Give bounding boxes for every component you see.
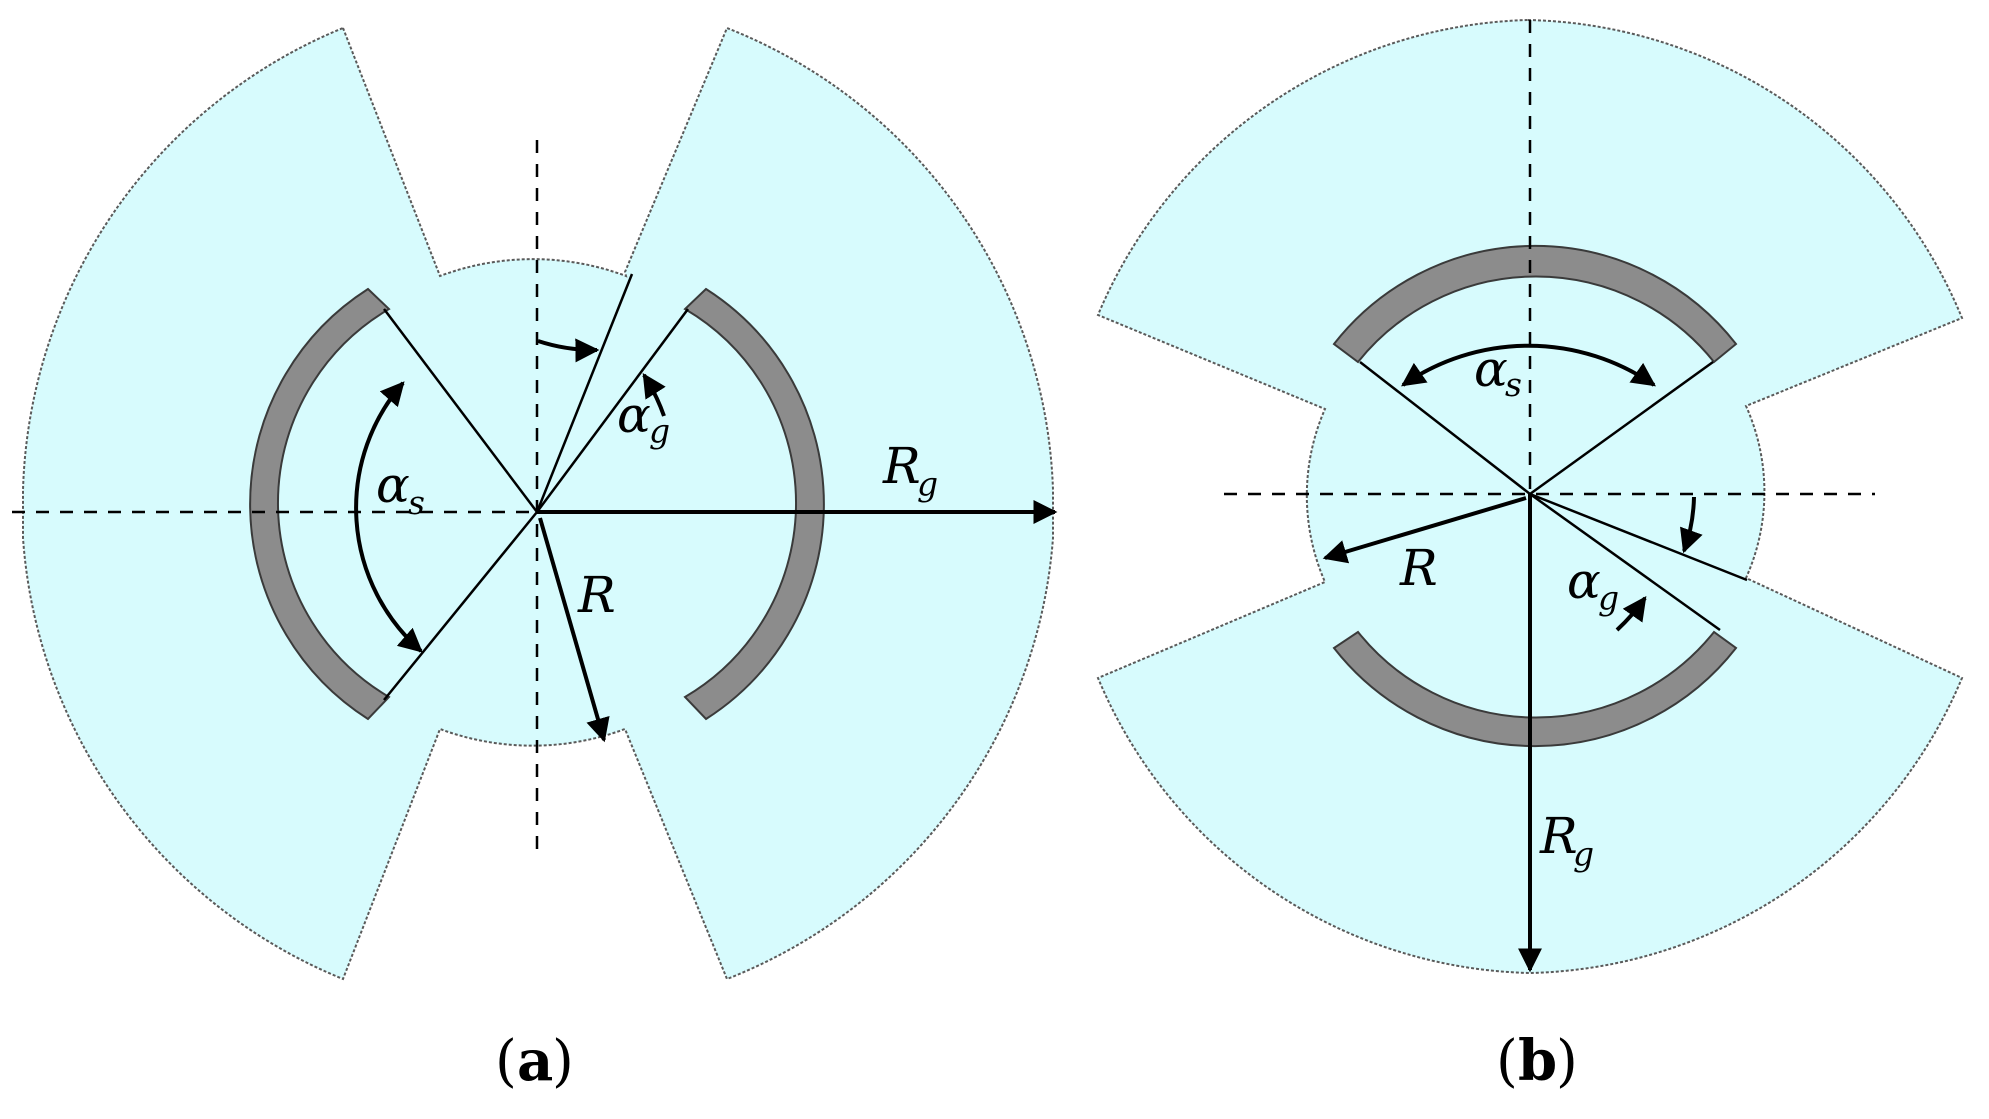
panel-b-r-arrow [1322, 496, 1527, 564]
panel-b-gap-arrow [1680, 496, 1703, 554]
panel-b-alpha-s-left-line [1359, 361, 1531, 495]
panel-b-alpha-g-subscript: g [1598, 578, 1619, 617]
panel-b-rg-subscript: g [1573, 834, 1594, 873]
panel-a-top-gap-arrow [537, 338, 600, 363]
panel-b-alpha-s-right-line [1529, 360, 1714, 496]
panel-a-r-arrow [538, 517, 610, 743]
panel-a-alpha-g-subscript: g [649, 411, 670, 450]
panel-a-gap-line-inner [535, 308, 690, 513]
panel-a-rg-subscript: g [917, 464, 938, 503]
panel-a-alpha-s-upper-line [383, 308, 538, 513]
panel-b-alpha-s-label: α [1474, 340, 1508, 398]
panel-a: α s α g R g R ( a ) [12, 26, 1058, 1094]
panel-a-alpha-s-label: α [376, 456, 410, 514]
panel-b-caption-open: ( [1496, 1029, 1518, 1094]
panel-b-caption-close: ) [1556, 1029, 1578, 1094]
panel-a-alpha-g-label: α [617, 386, 651, 444]
panel-a-left-coil [249, 287, 391, 721]
panel-b-alpha-s-subscript: s [1505, 365, 1522, 404]
panel-a-r-label: R [577, 566, 616, 624]
panel-b-r-label: R [1399, 539, 1438, 597]
panel-b-alpha-g-label: α [1567, 552, 1601, 610]
panel-a-rg-label: R [882, 437, 921, 495]
panel-b-alpha-g-arrow [1615, 596, 1647, 632]
panel-b-gap-line-lower [1529, 492, 1721, 632]
panel-b-lower-coil [1332, 630, 1738, 747]
panel-a-caption-letter: a [517, 1028, 553, 1094]
panel-a-caption-close: ) [552, 1029, 574, 1094]
panel-b-upper-coil [1332, 245, 1738, 364]
panel-a-alpha-g-arrow [642, 372, 666, 417]
panel-a-alpha-s-subscript: s [408, 483, 425, 522]
panel-b: α s α g R R g ( b ) [1096, 18, 1964, 1094]
panel-b-rg-label: R [1539, 807, 1578, 865]
panel-a-alpha-s-arc-arrow [354, 381, 423, 653]
panel-a-caption-open: ( [495, 1029, 517, 1094]
panel-a-alpha-s-lower-line [383, 511, 538, 701]
panel-b-gap-line-upper [1529, 492, 1748, 582]
panel-a-right-coil [683, 287, 825, 721]
panel-a-gap-line-outer [535, 273, 634, 513]
panel-b-caption-letter: b [1518, 1028, 1557, 1094]
panel-b-alpha-s-arc-arrow [1401, 343, 1656, 387]
